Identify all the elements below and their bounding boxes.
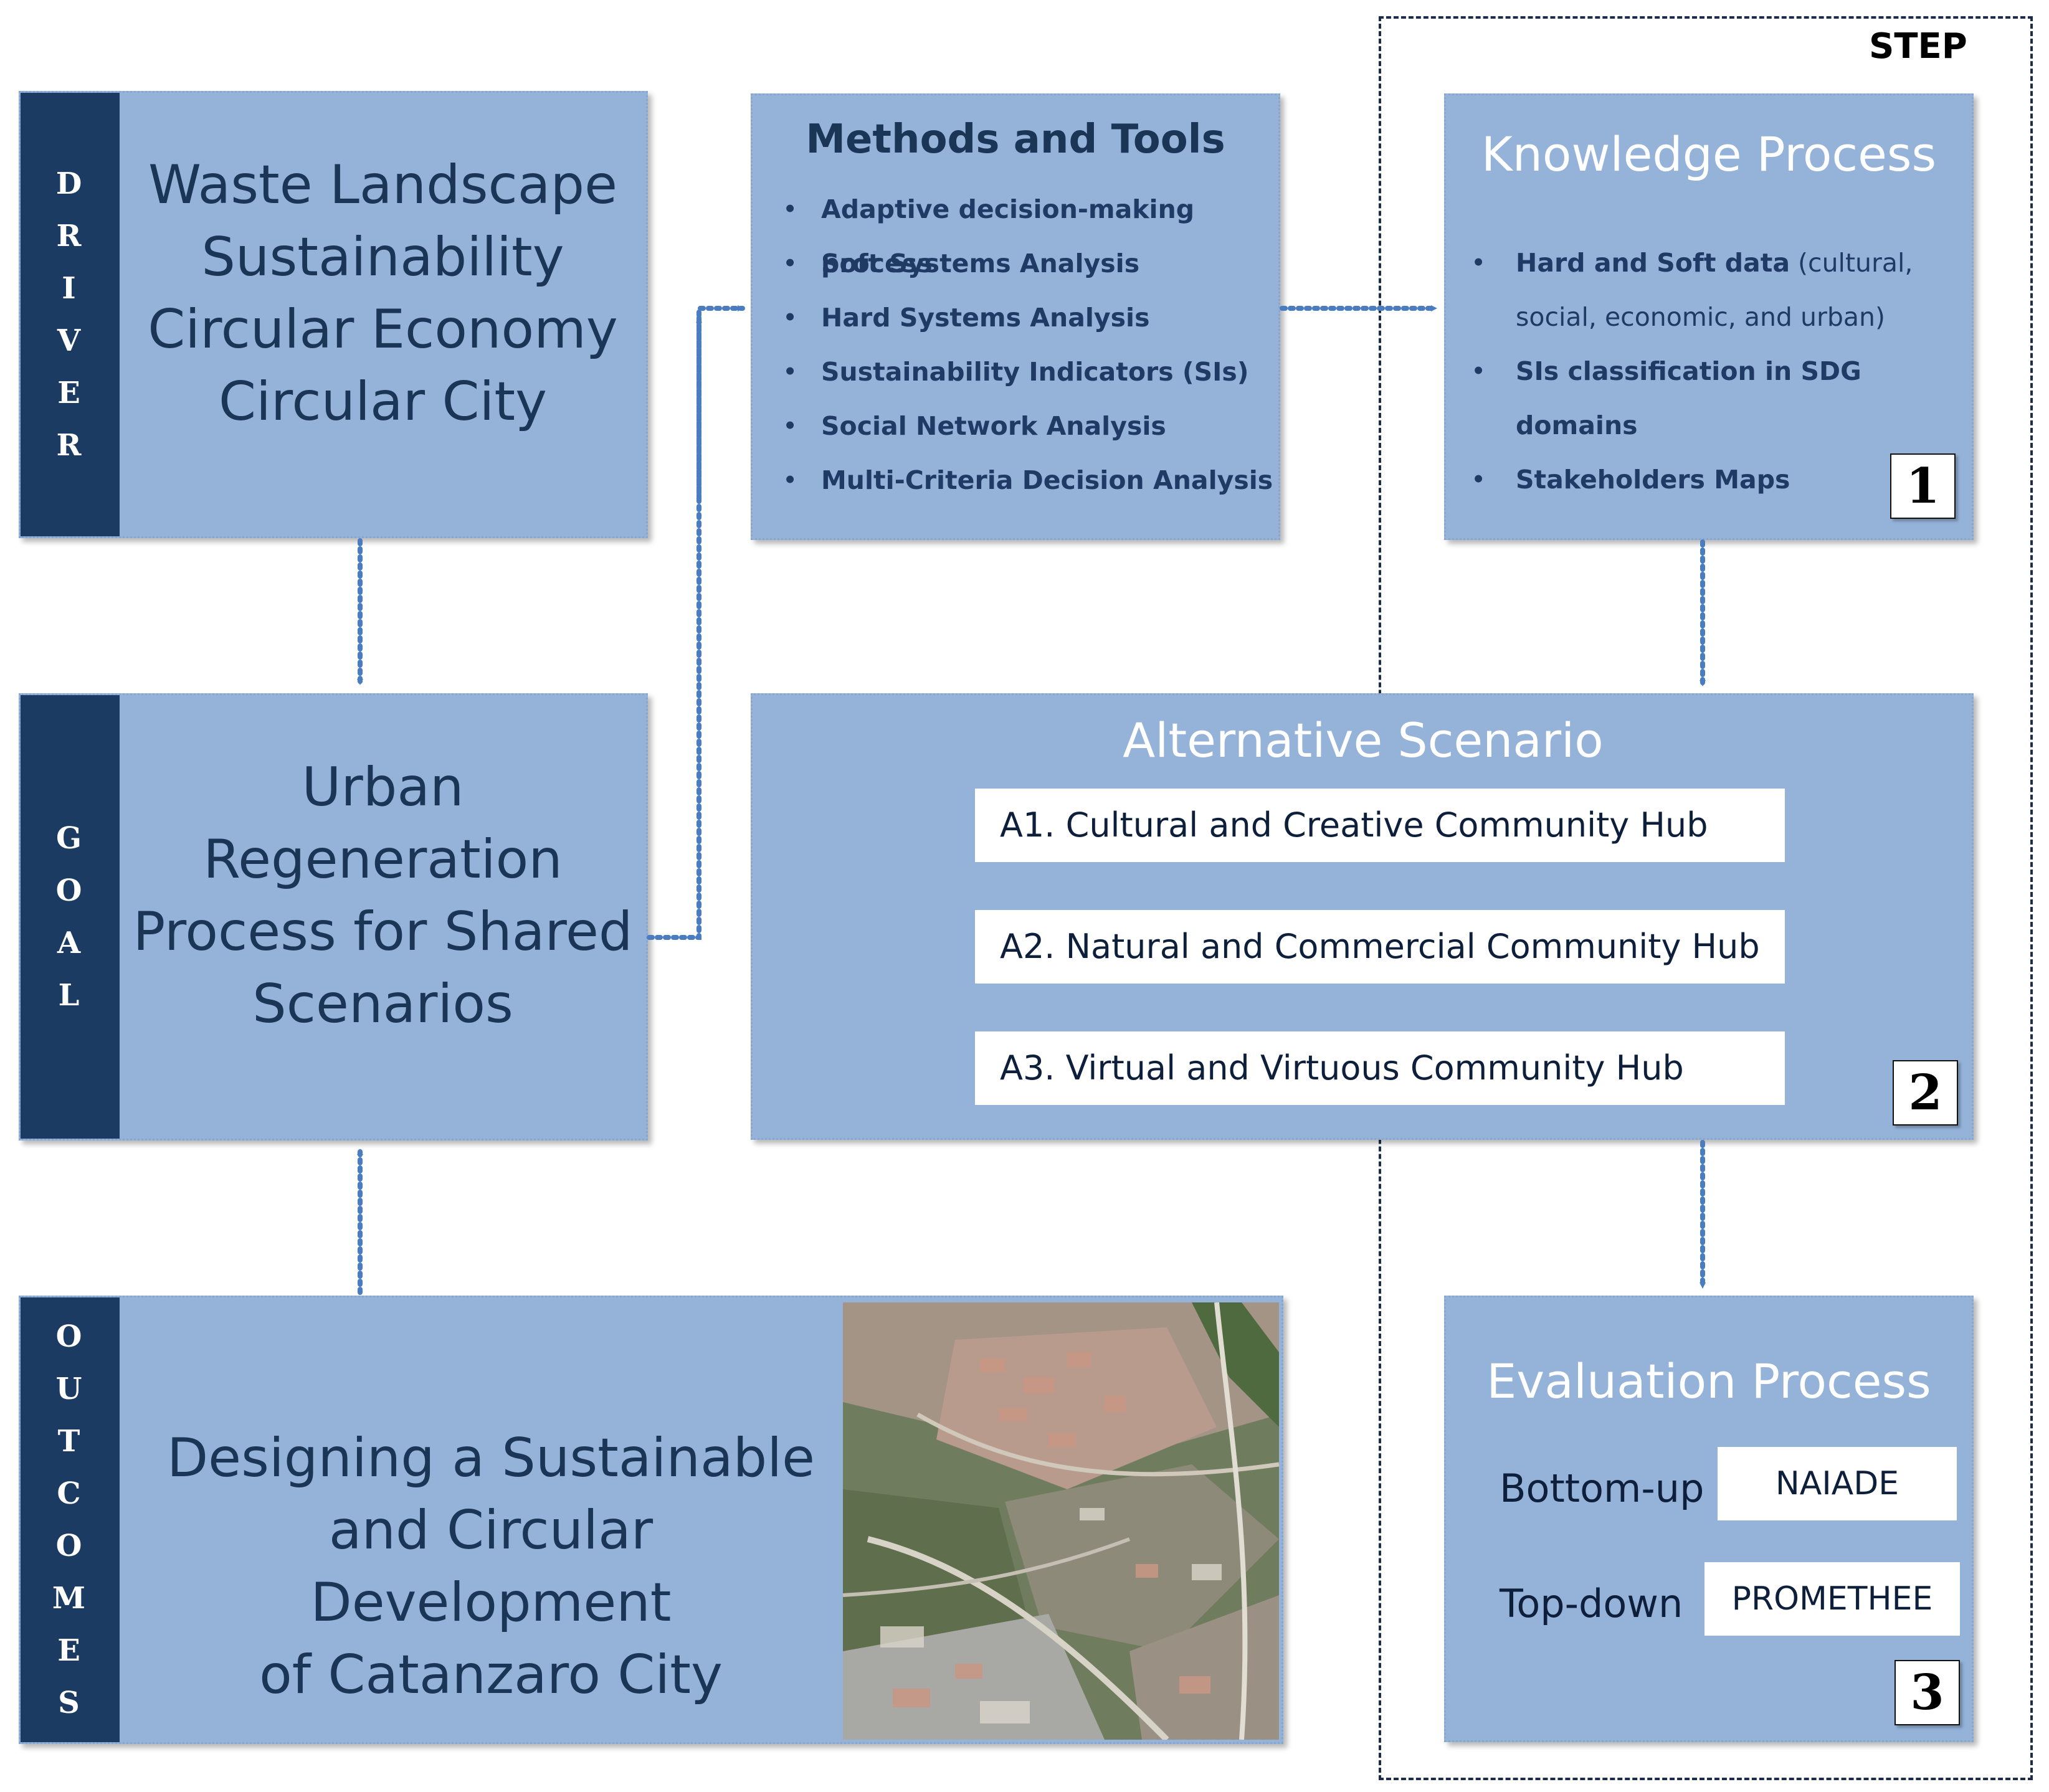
knowledge-item-detail: (cultural, [1790,248,1913,278]
methods-item: Social Network Analysis [782,399,1278,453]
methods-item: Sustainability Indicators (SIs) [782,345,1278,399]
driver-side-letter: I [62,271,78,306]
scenario-a2: A2. Natural and Commercial Community Hub [975,910,1785,984]
promethee-box: PROMETHEE [1704,1562,1960,1636]
step-label: STEP [1869,26,1967,67]
outcomes-side-letter: O [55,1319,85,1354]
evaluation-process-box: Evaluation Process Bottom-up NAIADE Top-… [1444,1296,1974,1742]
driver-line: Sustainability [201,226,564,288]
goal-line: Regeneration [203,828,563,891]
driver-line: Circular City [218,371,548,433]
goal-line: Scenarios [252,973,513,1035]
outcomes-side-letter: T [57,1424,83,1459]
outcomes-side-letter: U [55,1372,85,1406]
alternative-title: Alternative Scenario [1123,713,1604,768]
bottom-up-label: Bottom-up [1500,1466,1704,1511]
outcomes-line: Designing a Sustainable [166,1427,815,1489]
step-number-3: 3 [1894,1660,1960,1725]
driver-line: Circular Economy [148,298,618,361]
top-down-label: Top-down [1500,1581,1683,1626]
knowledge-title: Knowledge Process [1481,126,1937,182]
driver-side-letter: V [57,323,83,358]
knowledge-process-box: Knowledge Process Hard and Soft data (cu… [1444,93,1974,540]
outcomes-side-letter: E [57,1633,83,1668]
driver-side-letter: R [56,428,84,463]
goal-line: Urban [302,756,464,818]
methods-tools-box: Methods and Tools Adaptive decision-maki… [751,93,1280,540]
goal-side-letter: G [56,821,84,856]
goal-side-letter: A [57,926,83,960]
goal-text: Urban Regeneration Process for Shared Sc… [120,751,646,1040]
naiade-box: NAIADE [1718,1447,1957,1520]
arrow-goal-to-methods [647,305,745,940]
goal-line: Process for Shared [133,901,633,963]
methods-item: Hard Systems Analysis [782,291,1278,345]
knowledge-item-detail: social, economic, and urban) [1516,302,1885,332]
knowledge-item: SIs classification in SDG domains [1471,344,1972,453]
knowledge-item-bold: Hard and Soft data [1516,248,1790,278]
methods-item: Multi-Criteria Decision Analysis [782,453,1278,508]
step-number-2: 2 [1893,1060,1958,1126]
methods-list: Adaptive decision-making process Soft Sy… [782,183,1278,508]
goal-side-letter: O [55,873,85,908]
outcomes-side-letter: C [57,1476,83,1511]
step-number-1: 1 [1890,453,1956,519]
outcomes-side-letter: S [58,1685,82,1720]
aerial-city-photo [843,1302,1279,1740]
methods-item: Soft Systems Analysis [782,237,1278,291]
knowledge-list: Hard and Soft data (cultural, social, ec… [1471,236,1972,507]
outcomes-text: Designing a Sustainable and Circular Dev… [145,1422,837,1711]
scenario-a3: A3. Virtual and Virtuous Community Hub [975,1031,1785,1105]
scenario-a1: A1. Cultural and Creative Community Hub [975,789,1785,862]
alternative-scenario-box: Alternative Scenario A1. Cultural and Cr… [751,693,1974,1140]
driver-text: Waste Landscape Sustainability Circular … [120,149,646,438]
outcomes-line: and Circular Development [310,1499,672,1634]
evaluation-title: Evaluation Process [1486,1353,1931,1409]
driver-line: Waste Landscape [148,154,617,216]
outcomes-side-letter: O [55,1529,85,1563]
driver-side-letter: D [55,166,85,201]
methods-title: Methods and Tools [806,116,1225,163]
driver-side-letter: E [57,376,83,410]
driver-side-letter: R [56,219,84,254]
goal-side-letter: L [58,978,82,1013]
knowledge-item-data: Hard and Soft data (cultural, social, ec… [1471,236,1972,344]
knowledge-item: Stakeholders Maps [1471,453,1972,507]
outcomes-side-letter: M [52,1581,88,1616]
outcomes-line: of Catanzaro City [259,1644,723,1706]
